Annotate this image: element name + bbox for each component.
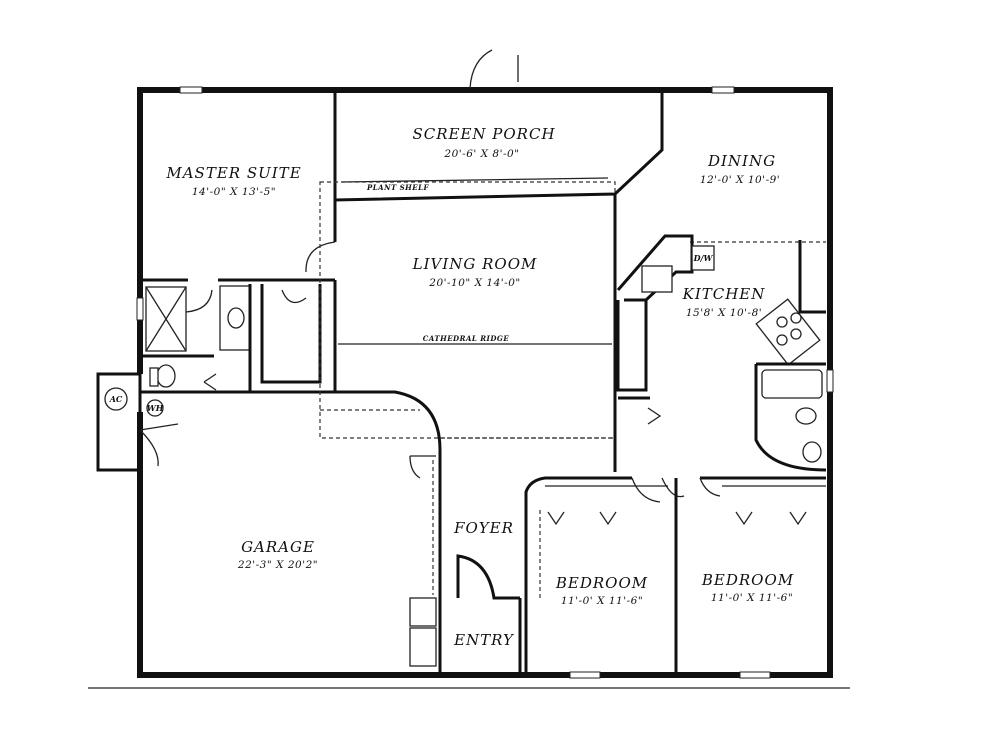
dishwasher-label: D/W (693, 253, 714, 263)
screen-porch: SCREEN PORCH 20'-6' X 8'-0" PLANT SHELF (333, 90, 664, 202)
garage: GARAGE 22'-3" X 20'2" (170, 390, 442, 678)
living-room-name: LIVING ROOM (412, 255, 538, 273)
foyer-name: FOYER (453, 519, 514, 537)
kitchen-name: KITCHEN (682, 285, 766, 303)
laundry-unit (409, 597, 437, 627)
bedroom-2-dims: 11'-0' X 11'-6" (711, 592, 793, 604)
bedroom-1-dims: 11'-0' X 11'-6" (561, 595, 643, 607)
range (755, 298, 821, 366)
mechanical-bumpout: AC WH (96, 372, 179, 472)
bedroom-2-name: BEDROOM (701, 571, 794, 589)
dining-kitchen: DINING 12'-0' X 10'-9' D/W KITCHEN 15'8'… (616, 152, 826, 425)
bedrooms: BEDROOM 11'-0' X 11'-6" BEDROOM 11'-0' X… (524, 476, 826, 675)
ac-unit (104, 387, 128, 411)
toilet (156, 364, 176, 388)
master-suite-walls: MASTER SUITE 14'-0" X 13'-5" (140, 164, 337, 282)
bedroom-1-name: BEDROOM (555, 574, 648, 592)
dining-name: DINING (707, 152, 776, 170)
water-heater (146, 399, 164, 417)
dishwasher (691, 245, 715, 271)
bathtub (761, 369, 823, 399)
entry-name: ENTRY (453, 631, 515, 649)
toilet (802, 441, 822, 463)
master-suite-dims: 14'-0" X 13'-5" (192, 186, 276, 198)
plant-shelf-label: PLANT SHELF (366, 183, 430, 192)
screen-porch-dims: 20'-6' X 8'-0" (443, 148, 519, 160)
kitchen-dims: 15'8' X 10'-8' (686, 307, 762, 319)
foyer-entry: FOYER ENTRY (440, 437, 615, 675)
windows (136, 86, 834, 679)
dining-dims: 12'-0' X 10'-9' (700, 174, 780, 186)
garage-name: GARAGE (241, 538, 315, 556)
cathedral-ridge-label: CATHEDRAL RIDGE (423, 334, 510, 343)
garage-dims: 22'-3" X 20'2" (237, 559, 318, 571)
ac-label: AC (109, 394, 123, 404)
master-suite-name: MASTER SUITE (165, 164, 301, 182)
hall-bath (754, 362, 827, 472)
living-room-dims: 20'-10" X 14'-0" (428, 277, 520, 289)
porch-door-swing (469, 49, 493, 89)
kitchen-sink (641, 265, 673, 293)
living-room: LIVING ROOM 20'-10" X 14'-0" CATHEDRAL R… (319, 181, 617, 472)
screen-porch-name: SCREEN PORCH (412, 125, 555, 143)
water-heater-label: WH (147, 403, 164, 413)
master-bath (140, 280, 337, 394)
